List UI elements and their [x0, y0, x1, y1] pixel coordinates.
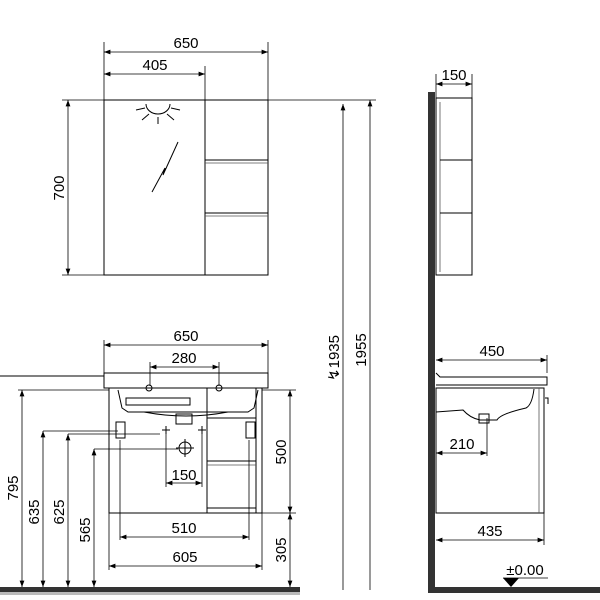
supply-height-label: 625: [51, 499, 68, 524]
mirror-width-label: 650: [173, 35, 198, 52]
drain-depth-label: 210: [449, 436, 474, 453]
drain-offset-label: 150: [171, 467, 196, 484]
basin-depth-label: 450: [479, 343, 504, 360]
mirror-reflection-icon: [151, 141, 179, 193]
svg-text:↯1935: ↯1935: [326, 335, 343, 381]
mirror-top-height-label: 1955: [353, 333, 370, 366]
vanity-front: [0, 372, 269, 514]
tap-spacing-label: 280: [171, 350, 196, 367]
vanity-side: [435, 372, 549, 514]
wall: [428, 92, 435, 592]
mirror-cabinet-side: 150: [435, 67, 473, 276]
mirror-cabinet-front: [103, 99, 269, 276]
top-height-label: 795: [5, 475, 22, 500]
mirror-bottom-height-label: 1935: [326, 335, 343, 368]
vanity-front-dimensions: 650 280 795 635 625 565 150 510 605 500 …: [5, 328, 296, 587]
floor-level-marker-icon: [503, 578, 519, 587]
cabinet-depth-label: 435: [477, 523, 502, 540]
light-icon: [135, 103, 181, 124]
floor-front: [0, 587, 300, 592]
bracket-right: [245, 421, 256, 439]
floor-clearance-label: 305: [273, 537, 290, 562]
bracket-height-label: 635: [26, 499, 43, 524]
floor-level-label: ±0.00: [506, 562, 543, 579]
basin-width-label: 650: [173, 328, 198, 345]
mirror-inner-width-label: 405: [142, 57, 167, 74]
height-dimensions: ↯1935 1955: [268, 99, 376, 590]
drain-height-label: 565: [77, 517, 94, 542]
mirror-dimensions: 650 405 700: [51, 35, 269, 276]
arrow-marker: ↯: [326, 368, 343, 381]
mirror-height-label: 700: [51, 175, 68, 200]
inner-width-label: 510: [171, 520, 196, 537]
drain-icon: [176, 439, 194, 457]
vanity-width-label: 605: [172, 549, 197, 566]
floor-side: [428, 587, 600, 593]
mirror-depth-label: 150: [441, 67, 466, 84]
bracket-left: [115, 421, 126, 439]
vanity-height-label: 500: [273, 439, 290, 464]
vanity-side-dimensions: 450 210 435 ±0.00: [436, 343, 548, 587]
